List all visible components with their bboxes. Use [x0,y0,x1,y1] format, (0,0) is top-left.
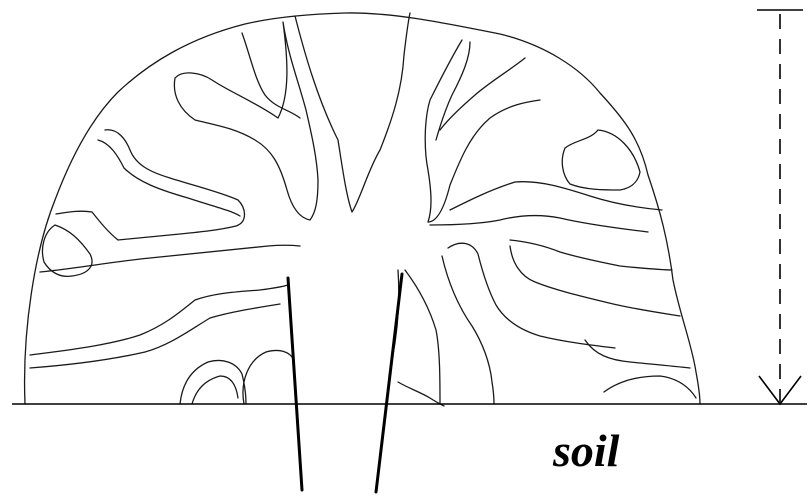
branch-right-floor-a [405,270,440,404]
branch-left-bottom-b [30,304,280,368]
branch-right-floor-c [604,376,696,398]
trunk-left-edge [288,278,302,490]
crown-central-stem [295,13,410,212]
branch-right-lower-d [442,256,494,404]
branch-left-floor-a [180,361,246,405]
branch-right-middle [562,130,640,190]
branch-right-lower-b [510,246,680,316]
branch-right-lower-c [448,243,615,348]
branch-left-floor-c [192,376,238,404]
soil-label: soil [553,428,619,474]
branch-left-floor-b [243,350,294,404]
branch-left-bottom-a [30,285,288,355]
branch-left-mid-a [242,33,300,118]
branch-right-lower-a [510,240,672,270]
branch-right-middle-c [430,216,648,232]
branch-left-upper [174,22,318,220]
branch-right-floor-b [398,382,444,406]
branch-left-lower-b [40,245,300,272]
trunk-right-edge [376,274,402,492]
branch-right-lower-e [585,340,690,368]
